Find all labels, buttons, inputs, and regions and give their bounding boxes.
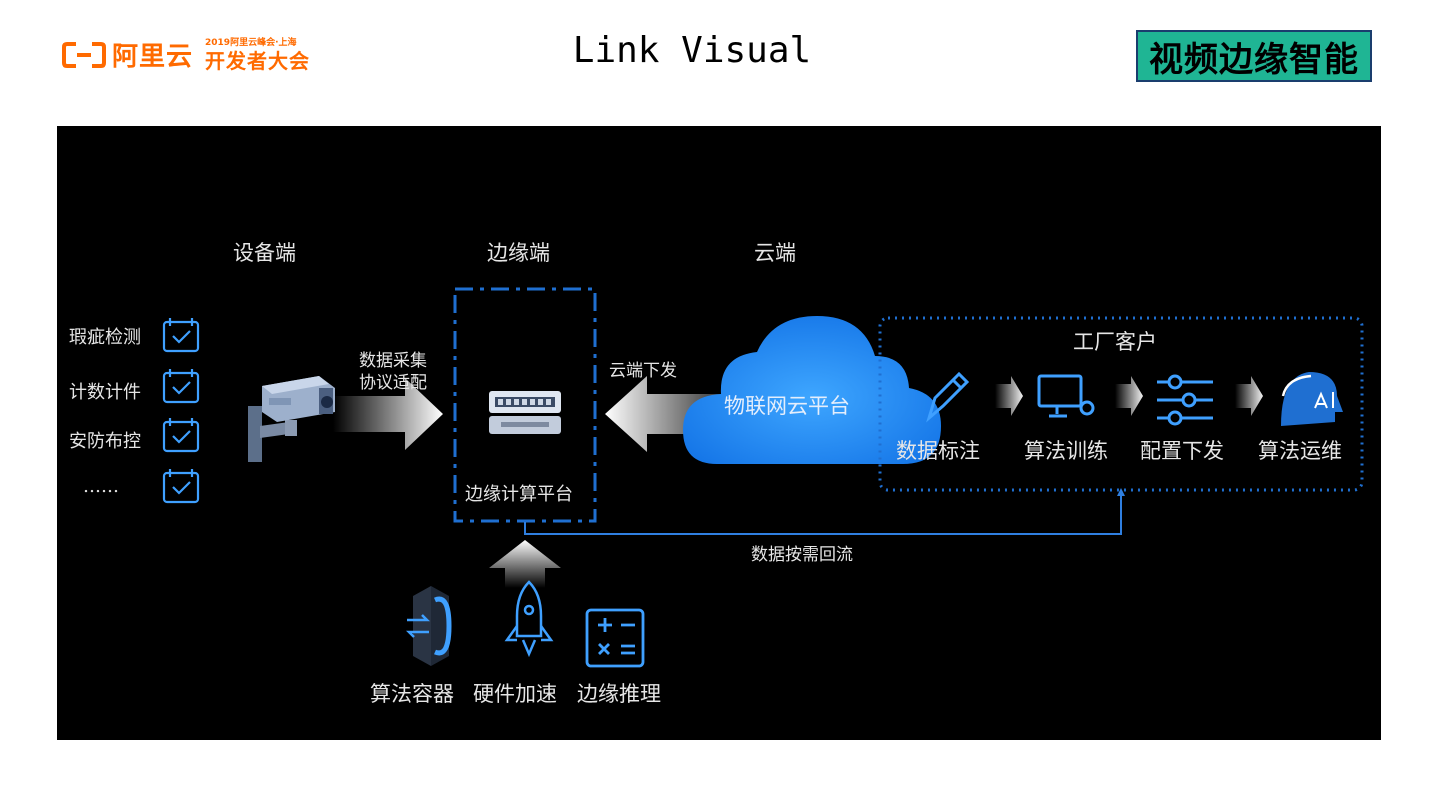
capability-1: 硬件加速 bbox=[473, 682, 557, 706]
logo-text: 阿里云 bbox=[112, 42, 194, 72]
checklist-icon bbox=[162, 418, 200, 453]
sliders-icon bbox=[1157, 374, 1213, 426]
calculator-icon bbox=[585, 608, 645, 668]
checklist-icon bbox=[162, 369, 200, 404]
collect-label-1: 数据采集 bbox=[359, 351, 427, 371]
column-edge: 边缘端 bbox=[487, 241, 550, 265]
diagram-graphics bbox=[162, 287, 1364, 668]
aliyun-logo: 阿里云 2019阿里云峰会·上海 开发者大会 bbox=[62, 36, 310, 73]
diagram-panel: 设备端 边缘端 云端 瑕疵检测 计数计件 安防布控 …… 数据采集 协议适配 边… bbox=[57, 126, 1381, 740]
logo-event-main: 开发者大会 bbox=[205, 48, 311, 73]
factory-title: 工厂客户 bbox=[1073, 330, 1157, 354]
factory-step-2: 配置下发 bbox=[1140, 439, 1224, 463]
page-title: Link Visual bbox=[572, 30, 812, 71]
device-item-0: 瑕疵检测 bbox=[69, 327, 141, 348]
container-icon bbox=[405, 586, 452, 666]
factory-step-3: 算法运维 bbox=[1258, 439, 1342, 463]
checklist-icon bbox=[162, 318, 200, 353]
logo-event: 2019阿里云峰会·上海 开发者大会 bbox=[205, 37, 311, 73]
device-item-1: 计数计件 bbox=[69, 382, 141, 403]
factory-step-0: 数据标注 bbox=[896, 439, 980, 463]
step-arrow bbox=[995, 376, 1023, 416]
collect-arrow bbox=[333, 378, 443, 450]
edge-platform-label: 边缘计算平台 bbox=[465, 484, 573, 505]
cloud-icon bbox=[683, 316, 941, 464]
capability-up-arrow bbox=[489, 540, 561, 588]
title-badge: 视频边缘智能 bbox=[1136, 30, 1372, 82]
collect-label-2: 协议适配 bbox=[359, 373, 427, 393]
edge-server-icon bbox=[489, 391, 561, 434]
cloud-down-label: 云端下发 bbox=[609, 361, 677, 381]
step-arrow bbox=[1115, 376, 1143, 416]
pencil-icon bbox=[926, 371, 970, 423]
capability-2: 边缘推理 bbox=[577, 682, 661, 706]
column-device: 设备端 bbox=[233, 241, 296, 265]
device-item-3: …… bbox=[83, 476, 119, 497]
backflow-arrowhead bbox=[1117, 488, 1125, 496]
factory-box bbox=[878, 316, 1364, 492]
cloud-platform-label: 物联网云平台 bbox=[724, 394, 850, 418]
device-item-2: 安防布控 bbox=[69, 431, 141, 452]
rocket-icon bbox=[504, 580, 554, 658]
ai-head-icon bbox=[1281, 372, 1343, 426]
aliyun-logo-icon bbox=[62, 41, 106, 68]
column-cloud: 云端 bbox=[754, 241, 796, 265]
capability-0: 算法容器 bbox=[370, 682, 454, 706]
backflow-line bbox=[524, 492, 1122, 535]
camera-icon bbox=[248, 376, 335, 462]
factory-step-1: 算法训练 bbox=[1024, 439, 1108, 463]
monitor-gear-icon bbox=[1037, 374, 1095, 418]
checklist-icon bbox=[162, 469, 200, 504]
edge-box bbox=[453, 287, 597, 523]
step-arrow bbox=[1235, 376, 1263, 416]
backflow-label: 数据按需回流 bbox=[751, 545, 853, 565]
logo-event-top: 2019阿里云峰会·上海 bbox=[205, 37, 297, 48]
